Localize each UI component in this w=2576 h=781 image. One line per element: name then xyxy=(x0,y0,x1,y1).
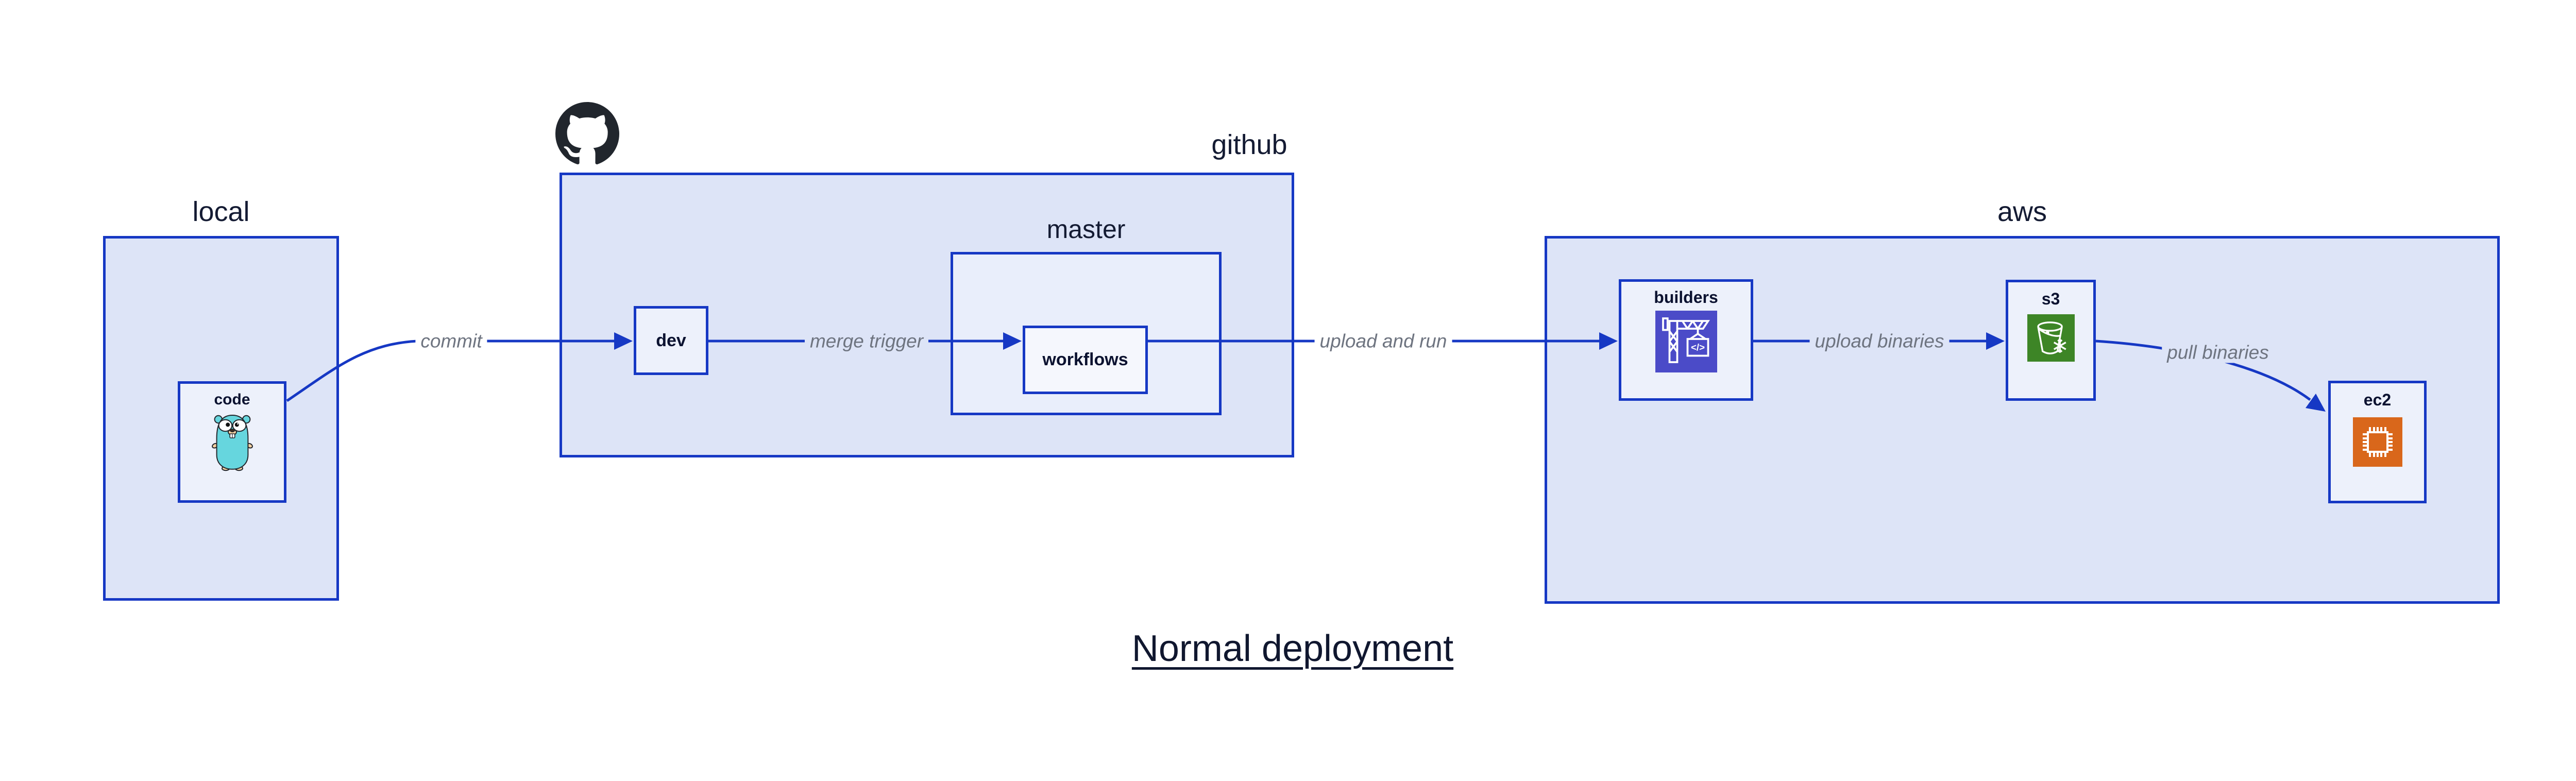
ec2-node-label: ec2 xyxy=(2363,390,2392,409)
github-octocat-icon xyxy=(555,102,619,164)
aws-codebuild-icon: </> xyxy=(1655,311,1717,372)
code-node-label: code xyxy=(214,391,250,408)
workflows-node: workflows xyxy=(1023,326,1148,394)
master-group-label: master xyxy=(1046,215,1126,244)
merge-trigger-edge-label: merge trigger xyxy=(804,330,929,352)
go-gopher-icon xyxy=(211,414,253,471)
s3-node-label: s3 xyxy=(2041,290,2060,308)
ec2-node: ec2 xyxy=(2328,381,2427,503)
dev-node-label: dev xyxy=(656,330,686,350)
builders-node: builders </> xyxy=(1619,279,1753,401)
code-node: code xyxy=(178,381,286,503)
dev-node: dev xyxy=(634,306,708,375)
aws-ec2-chip-icon xyxy=(2352,417,2402,467)
builders-node-label: builders xyxy=(1654,288,1718,307)
pull-binaries-edge-label: pull binaries xyxy=(2162,342,2274,363)
local-group-label: local xyxy=(192,196,250,227)
codebuild-code-glyph: </> xyxy=(1690,342,1704,353)
aws-s3-bucket-icon xyxy=(2027,314,2075,362)
aws-group-label: aws xyxy=(1997,196,2047,227)
upload-binaries-edge-label: upload binaries xyxy=(1809,330,1950,352)
upload-and-run-edge-label: upload and run xyxy=(1314,330,1452,352)
github-group-label: github xyxy=(1211,129,1287,160)
commit-edge-label: commit xyxy=(415,330,487,352)
diagram-title: Normal deployment xyxy=(1131,628,1454,669)
workflows-node-label: workflows xyxy=(1042,350,1128,369)
s3-node: s3 xyxy=(2006,280,2096,401)
